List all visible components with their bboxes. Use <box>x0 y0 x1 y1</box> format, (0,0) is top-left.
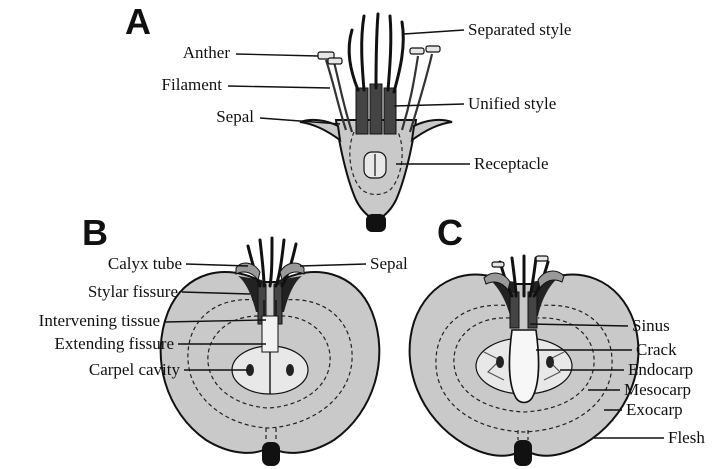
fruit-c-calyx-right <box>537 270 565 290</box>
fruit-b-dashed-outer <box>187 299 353 429</box>
receptacle-dashed-outline <box>349 131 403 196</box>
fruit-c-seed-left <box>496 356 504 368</box>
panel-c-letter: C <box>437 212 463 253</box>
anther-left-2 <box>327 57 343 65</box>
sepal-leader-b <box>299 263 367 267</box>
label-stylar-fissure: Stylar fissure <box>88 282 178 301</box>
label-carpel-cavity: Carpel cavity <box>89 360 181 379</box>
sinus-leader <box>529 323 629 327</box>
label-sinus: Sinus <box>632 316 670 335</box>
fruit-c-mesocarp-dashed <box>453 317 595 413</box>
fruit-c-calyx-left <box>483 272 511 292</box>
label-intervening-tissue: Intervening tissue <box>39 311 160 330</box>
fruit-b-style-2 <box>258 238 266 288</box>
separated-style-4 <box>386 14 393 92</box>
fruit-c-style-column-2 <box>527 291 538 329</box>
fruit-c-style-4 <box>528 256 538 298</box>
label-exocarp: Exocarp <box>626 400 683 419</box>
anther-right-2 <box>425 45 441 53</box>
separated-style-2 <box>360 14 366 92</box>
filament-left-1 <box>324 59 348 131</box>
fruit-c-exocarp-dashed <box>435 304 613 433</box>
fruit-b-style-3 <box>268 236 274 288</box>
intervening-tissue-leader <box>163 319 267 323</box>
calyx-tube-leader <box>185 263 249 267</box>
fruit-b-seed-left <box>246 364 254 376</box>
separated-style-1 <box>347 28 360 92</box>
unified-style-column-1 <box>355 87 369 135</box>
fruit-b-sepal <box>279 262 305 282</box>
panel-b-letter: B <box>82 212 108 253</box>
label-mesocarp: Mesocarp <box>624 380 691 399</box>
fruit-c-stem-dashes <box>517 430 529 440</box>
label-flesh: Flesh <box>668 428 705 447</box>
fruit-b-seed-right <box>286 364 294 376</box>
label-endocarp: Endocarp <box>628 360 693 379</box>
separated-style-3 <box>374 12 380 90</box>
unified-style-column-2 <box>369 83 383 135</box>
fruit-b-stem <box>262 442 280 466</box>
receptacle-stem <box>366 214 386 232</box>
panel-c: C S <box>408 212 705 466</box>
panel-b: B Calyx <box>39 212 408 466</box>
panel-a-letter: A <box>125 1 151 42</box>
fruit-c-style-column-1 <box>509 291 520 329</box>
anther-leader <box>235 53 319 57</box>
label-extending-fissure: Extending fissure <box>55 334 174 353</box>
filament-leader <box>227 85 331 89</box>
label-sepal-b: Sepal <box>370 254 408 273</box>
fruit-c-stem <box>514 440 532 466</box>
fruit-c-seed-right <box>546 356 554 368</box>
sepal-leader-a <box>259 117 341 125</box>
stylar-fissure-leader <box>181 291 251 295</box>
anther-right-1 <box>409 47 425 55</box>
fruit-b-intervening-tissue <box>261 315 279 353</box>
fruit-b-calyx-dark-left <box>238 276 262 312</box>
right-sepal <box>410 118 453 143</box>
label-receptacle: Receptacle <box>474 154 549 173</box>
filament-left-2 <box>332 61 354 133</box>
label-filament: Filament <box>162 75 223 94</box>
left-sepal <box>299 118 342 143</box>
fruit-c-style-2 <box>510 256 518 298</box>
fruit-b-style-4 <box>274 238 286 288</box>
fruit-c-sinus <box>508 329 540 404</box>
fruit-b-calyx-tube <box>235 262 261 282</box>
label-separated-style: Separated style <box>468 20 571 39</box>
fruit-c-anther-2 <box>535 255 549 262</box>
fruit-b-stem-dashes <box>265 428 277 442</box>
label-sepal-a: Sepal <box>216 107 254 126</box>
filament-right-2 <box>408 53 434 133</box>
unified-style-leader <box>393 103 465 107</box>
separated-style-leader <box>403 29 465 35</box>
panel-a: A <box>125 1 571 232</box>
label-unified-style: Unified style <box>468 94 556 113</box>
fruit-c-endocarp-texture <box>483 351 565 381</box>
label-crack: Crack <box>636 340 677 359</box>
fruit-c-anther-1 <box>491 261 505 268</box>
label-anther: Anther <box>183 43 231 62</box>
label-calyx-tube: Calyx tube <box>108 254 182 273</box>
filament-right-1 <box>400 55 420 131</box>
separated-style-5 <box>392 20 405 94</box>
unified-style-column-3 <box>383 87 397 135</box>
